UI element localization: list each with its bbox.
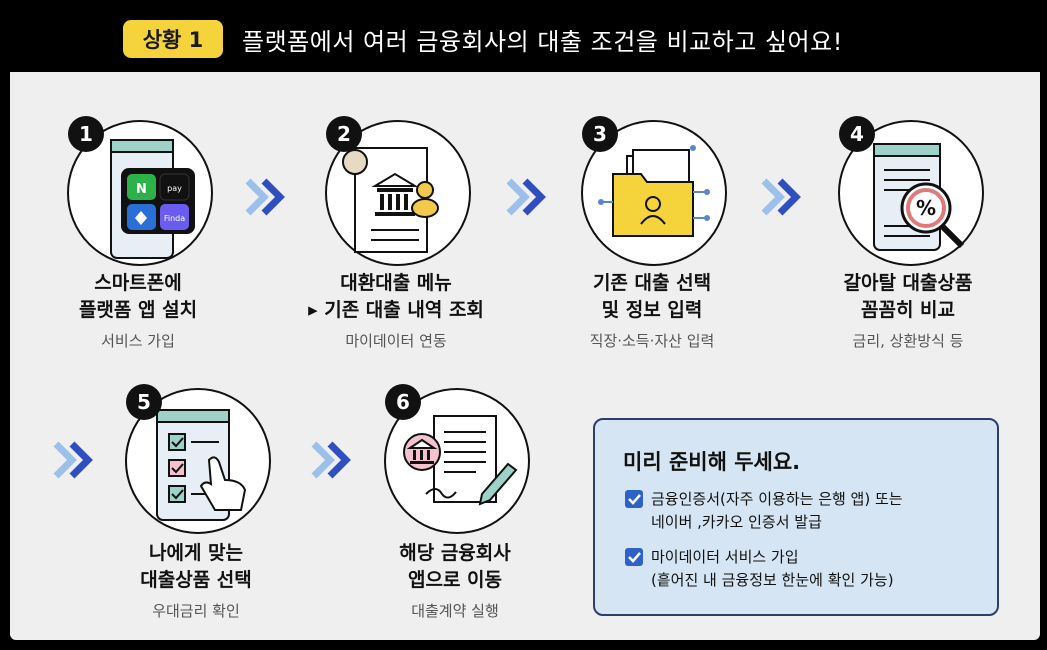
step-2: 대환대출 메뉴 ▸ 기존 대출 내역 조회 마이데이터 연동	[286, 270, 506, 351]
step-2-title-line2: ▸ 기존 대출 내역 조회	[308, 299, 484, 321]
step-2-subtitle: 마이데이터 연동	[345, 332, 447, 350]
percent-symbol: %	[916, 196, 936, 220]
step-6: 해당 금융회사 앱으로 이동 대출계약 실행	[345, 540, 565, 621]
step-3-illustration	[581, 120, 727, 266]
step-1-title-line2: 플랫폼 앱 설치	[78, 299, 198, 321]
step-3: 기존 대출 선택 및 정보 입력 직장·소득·자산 입력	[542, 270, 762, 351]
step-3-title-line1: 기존 대출 선택	[592, 272, 712, 294]
step-6-title-line2: 앱으로 이동	[407, 569, 502, 591]
preparation-item-2: 마이데이터 서비스 가입 (흩어진 내 금융정보 한눈에 확인 가능)	[625, 546, 894, 592]
step-number-3: 3	[582, 116, 618, 152]
step-4-subtitle: 금리, 상환방식 등	[852, 332, 964, 350]
finda-app-label: Finda	[164, 214, 185, 223]
step-number-6: 6	[385, 384, 421, 420]
checklist-tap-icon	[156, 409, 247, 521]
step-5: 나에게 맞는 대출상품 선택 우대금리 확인	[86, 540, 306, 621]
pay-app-label: pay	[167, 184, 182, 193]
step-6-title-line1: 해당 금융회사	[399, 542, 511, 564]
preparation-item-2-line2: (흩어진 내 금융정보 한눈에 확인 가능)	[651, 571, 894, 589]
step-4: 갈아탈 대출상품 꼼꼼히 비교 금리, 상환방식 등	[798, 270, 1018, 351]
step-5-title-line2: 대출상품 선택	[140, 569, 252, 591]
header-bar: 상황 1 플랫폼에서 여러 금융회사의 대출 조건을 비교하고 싶어요!	[10, 0, 1040, 72]
step-3-subtitle: 직장·소득·자산 입력	[589, 332, 715, 350]
step-6-subtitle: 대출계약 실행	[411, 602, 499, 620]
chevron-right-icon	[506, 178, 546, 216]
step-number-5: 5	[126, 384, 162, 420]
folder-user-icon	[598, 145, 710, 237]
step-4-title-line2: 꼼꼼히 비교	[860, 299, 955, 321]
chevron-right-icon	[761, 178, 801, 216]
step-5-title-line1: 나에게 맞는	[148, 542, 243, 564]
step-3-title-line2: 및 정보 입력	[601, 299, 703, 321]
step-number-4: 4	[839, 116, 875, 152]
step-4-title-line1: 갈아탈 대출상품	[843, 272, 973, 294]
checkbox-checked-icon	[625, 490, 643, 508]
step-number-1: 1	[68, 116, 104, 152]
step-5-illustration	[125, 388, 271, 534]
step-1-subtitle: 서비스 가입	[101, 332, 175, 350]
preparation-item-1-line2: 네이버 ,카카오 인증서 발급	[651, 513, 822, 531]
chevron-right-icon	[245, 178, 285, 216]
naver-app-label: N	[136, 182, 147, 197]
preparation-title: 미리 준비해 두세요.	[623, 450, 801, 474]
preparation-item-2-line1: 마이데이터 서비스 가입	[651, 548, 799, 566]
step-5-subtitle: 우대금리 확인	[152, 602, 240, 620]
step-4-illustration: %	[838, 120, 984, 266]
page-title: 플랫폼에서 여러 금융회사의 대출 조건을 비교하고 싶어요!	[242, 27, 843, 56]
chevron-right-icon	[53, 441, 93, 479]
preparation-item-1: 금융인증서(자주 이용하는 은행 앱) 또는 네이버 ,카카오 인증서 발급	[625, 488, 903, 534]
preparation-box: 미리 준비해 두세요. 금융인증서(자주 이용하는 은행 앱) 또는 네이버 ,…	[593, 418, 999, 616]
chevron-right-icon	[311, 441, 351, 479]
bank-document-icon	[342, 147, 439, 253]
magnifier-percent-icon: %	[873, 143, 965, 251]
step-1-title-line1: 스마트폰에	[94, 272, 182, 294]
step-number-2: 2	[326, 116, 362, 152]
smartphone-apps-icon: N pay Finda	[110, 139, 195, 259]
contract-sign-icon	[403, 415, 518, 506]
step-6-illustration	[384, 388, 530, 534]
checkbox-checked-icon	[625, 548, 643, 566]
situation-badge: 상황 1	[123, 20, 223, 58]
step-1: 스마트폰에 플랫폼 앱 설치 서비스 가입	[28, 270, 248, 351]
preparation-item-1-line1: 금융인증서(자주 이용하는 은행 앱) 또는	[651, 490, 903, 508]
step-2-title-line1: 대환대출 메뉴	[340, 272, 452, 294]
